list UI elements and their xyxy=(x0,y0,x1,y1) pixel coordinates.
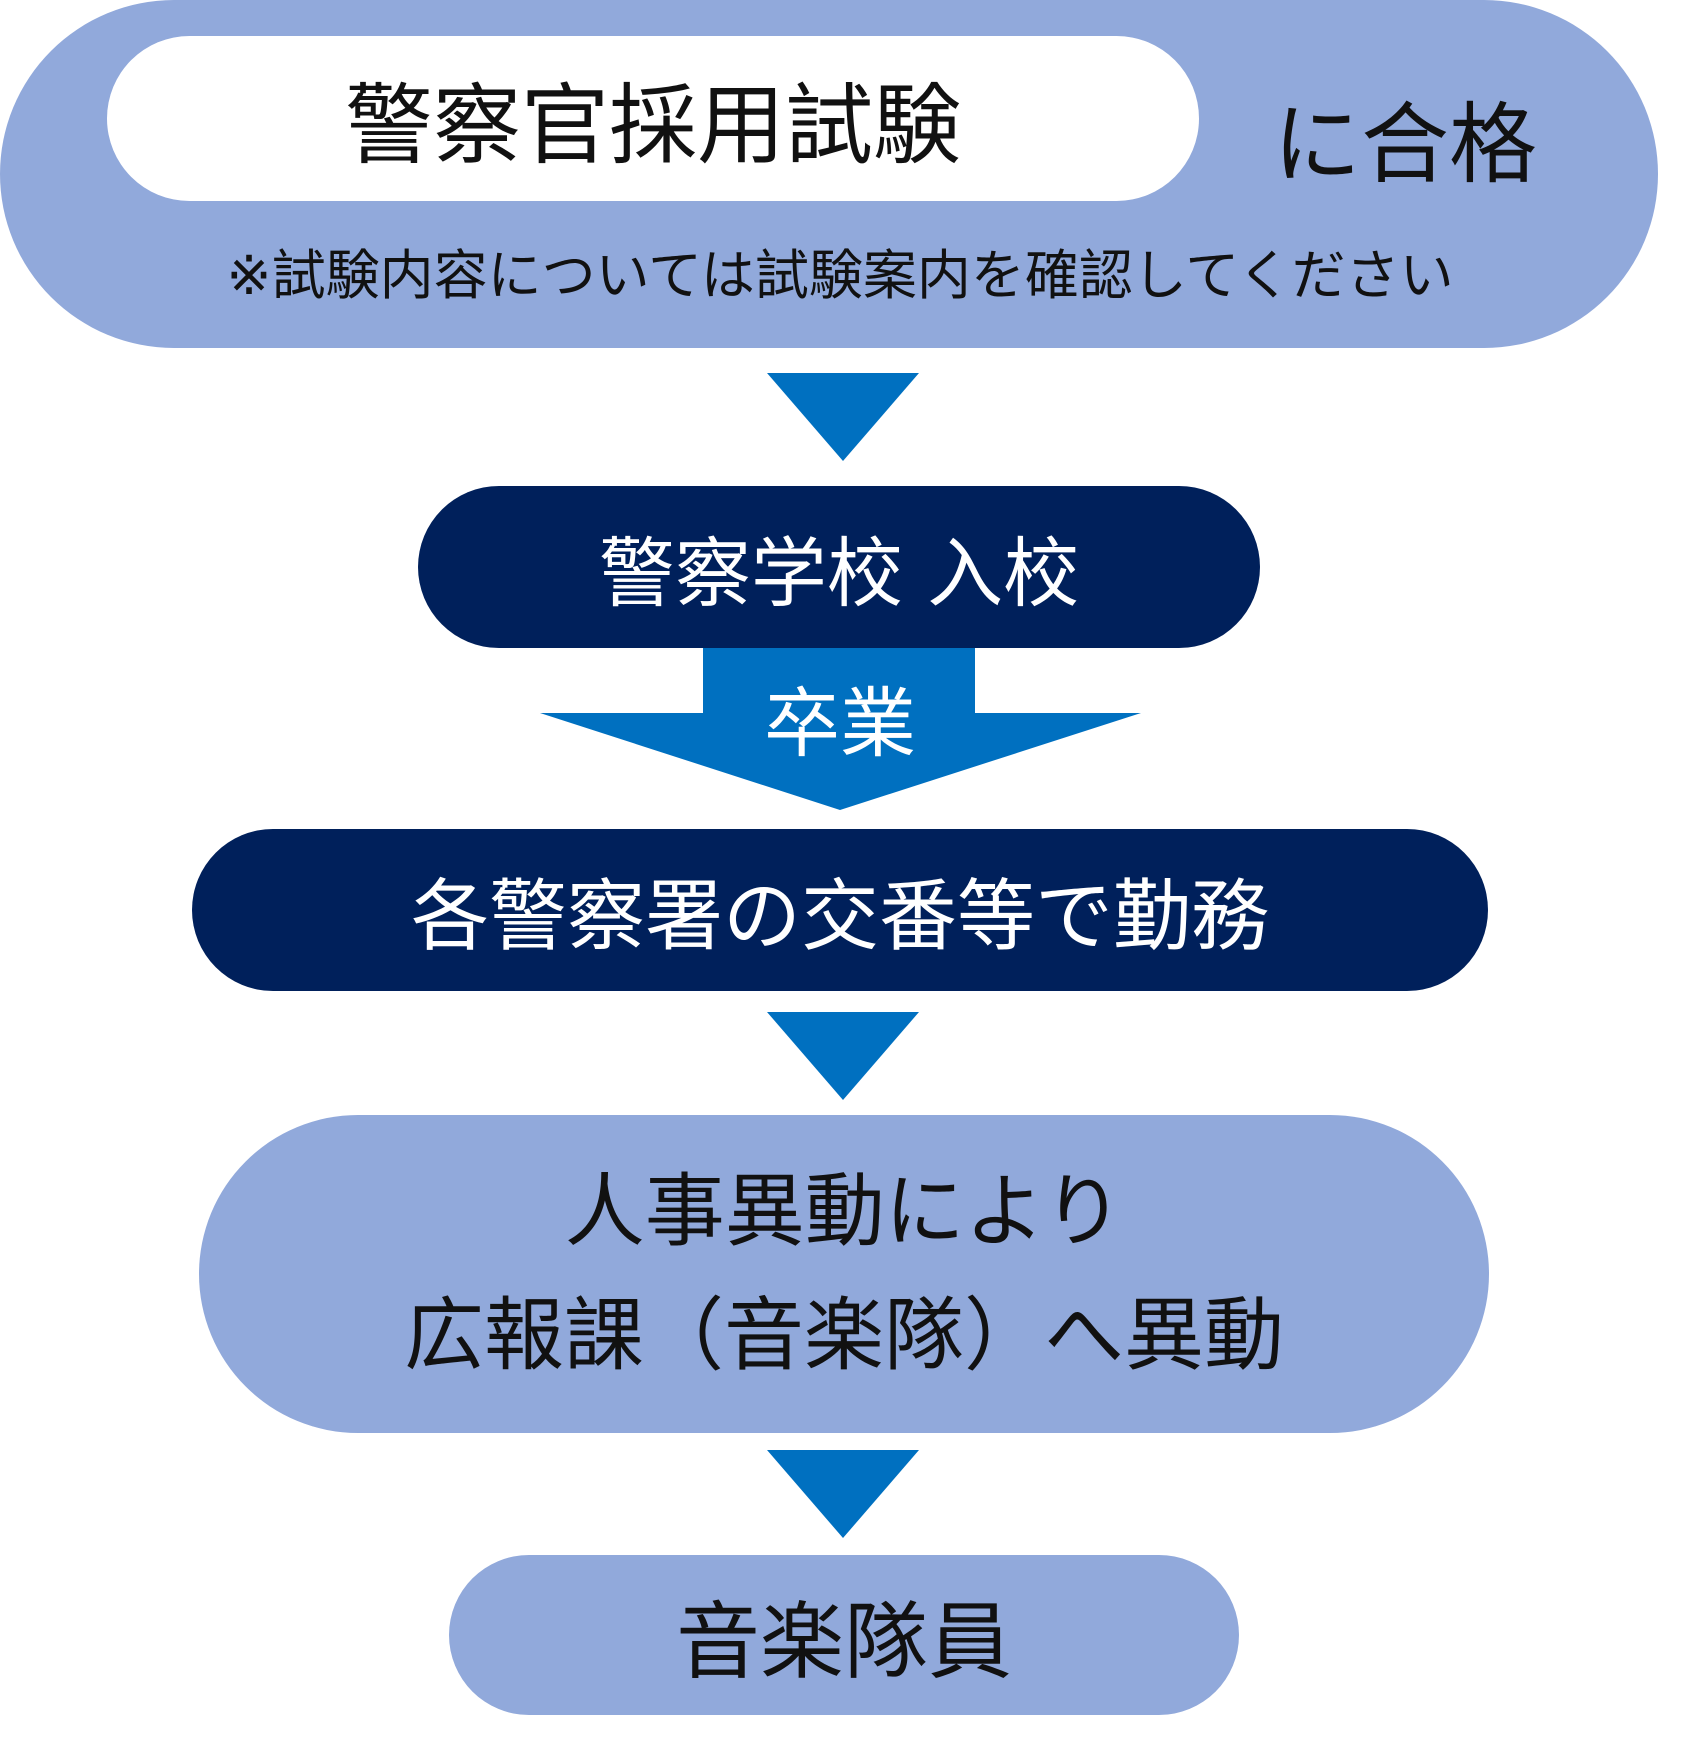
transfer-line-1: 人事異動により xyxy=(564,1165,1124,1258)
exam-name-box: 警察官採用試験 xyxy=(107,36,1199,201)
police-school-label: 警察学校 入校 xyxy=(598,529,1080,618)
graduation-label: 卒業 xyxy=(764,679,916,768)
step-koban-duty-box: 各警察署の交番等で勤務 xyxy=(192,829,1488,991)
band-member-label: 音楽隊員 xyxy=(675,1592,1012,1691)
koban-duty-label: 各警察署の交番等で勤務 xyxy=(410,872,1269,962)
arrow-3-icon xyxy=(767,1012,919,1100)
arrow-4-icon xyxy=(767,1450,919,1538)
transfer-text: 人事異動により 広報課（音楽隊）へ異動 xyxy=(199,1115,1489,1433)
step-police-school-box: 警察学校 入校 xyxy=(418,486,1260,648)
step-transfer-box xyxy=(199,1115,1489,1433)
pass-label: に合格 xyxy=(1272,92,1537,196)
step-band-member-box: 音楽隊員 xyxy=(449,1555,1239,1715)
exam-name-label: 警察官採用試験 xyxy=(344,74,961,177)
arrow-1-icon xyxy=(767,373,919,461)
exam-note: ※試験内容については試験案内を確認してください xyxy=(226,243,1454,307)
transfer-line-2: 広報課（音楽隊）へ異動 xyxy=(404,1289,1284,1382)
